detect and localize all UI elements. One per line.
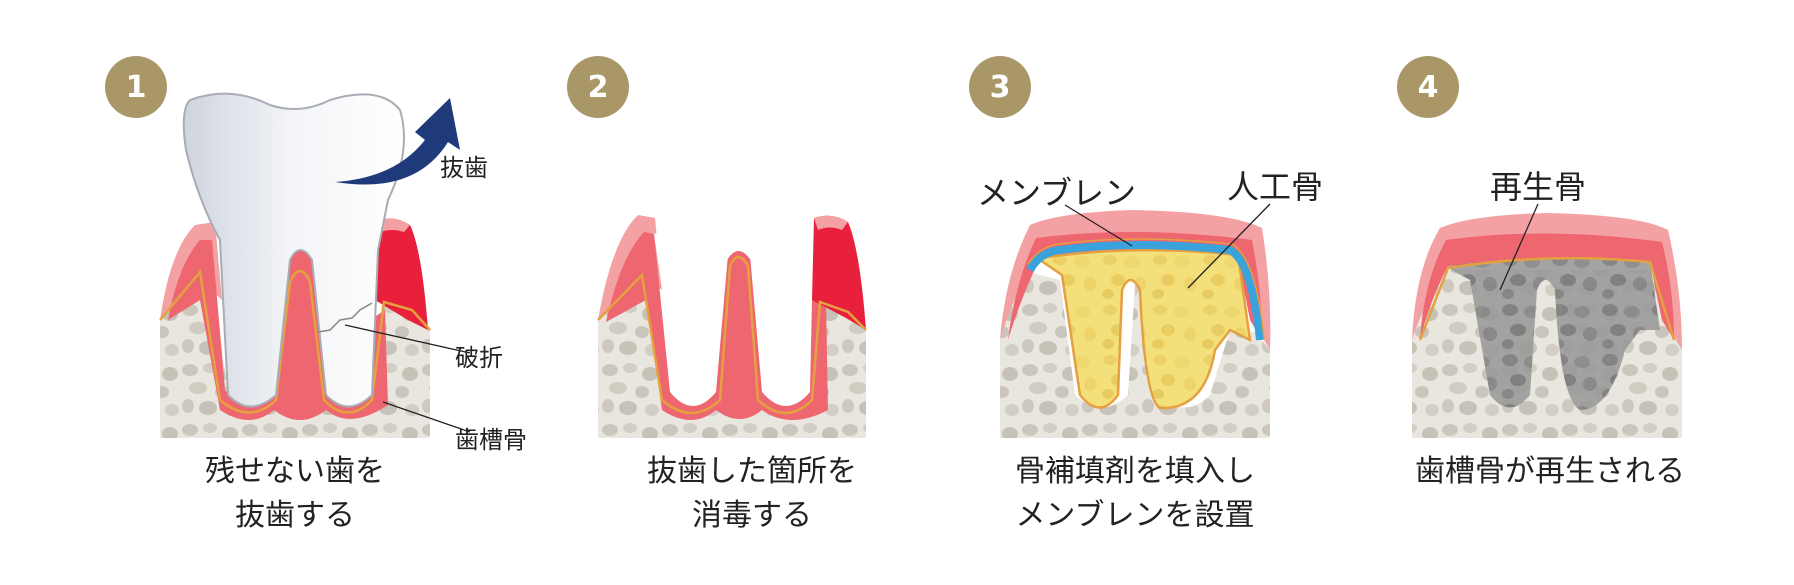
regenerated-bone-fill bbox=[1448, 257, 1660, 410]
step-2-caption-line-1: 抜歯した箇所を bbox=[647, 454, 857, 489]
step-4-caption-line-1: 歯槽骨が再生される bbox=[1415, 454, 1685, 489]
step-3-caption-line-1: 骨補填剤を填入し bbox=[1015, 454, 1255, 489]
regenerated-bone-leader-line bbox=[1499, 203, 1539, 291]
step-2-number-badge: 2 bbox=[567, 56, 629, 118]
step-4-gum-inner bbox=[1420, 233, 1674, 340]
step-4: 4 再生骨 歯槽骨が再生される bbox=[1340, 0, 1760, 585]
step-2-gum bbox=[606, 232, 828, 420]
step-3: 3 メンブレン 人工骨 骨補填剤を填入し メンブレンを設置 bbox=[925, 0, 1345, 585]
step-1-number-badge: 1 bbox=[105, 56, 167, 118]
step-1: 1 抜歯 破折 歯槽骨 残せない歯を 抜歯する bbox=[95, 0, 527, 585]
alveolar-bone-leader-line bbox=[382, 401, 471, 433]
step-2: 2 抜歯した箇所を 消毒する bbox=[530, 0, 950, 585]
step-3-illustration bbox=[1000, 203, 1271, 438]
step-1-gum-inflamed-light bbox=[378, 218, 410, 232]
regenerated-bone-label: 再生骨 bbox=[1490, 168, 1587, 206]
step-1-illustration bbox=[159, 92, 471, 438]
step-1-caption: 残せない歯を 抜歯する bbox=[85, 450, 505, 538]
step-3-bone bbox=[1000, 272, 1270, 438]
step-1-caption-line-2: 抜歯する bbox=[235, 498, 355, 533]
fracture-line bbox=[317, 302, 373, 333]
step-4-number-badge: 4 bbox=[1397, 56, 1459, 118]
fracture-label: 破折 bbox=[455, 344, 503, 372]
fracture-leader-line bbox=[344, 324, 471, 354]
membrane-outline bbox=[1027, 238, 1265, 339]
step-2-bone-edge bbox=[597, 255, 867, 415]
step-4-bone-edge bbox=[1418, 256, 1676, 341]
extraction-arrow bbox=[335, 98, 460, 185]
step-2-caption-line-2: 消毒する bbox=[692, 498, 812, 533]
tooth bbox=[182, 92, 405, 408]
step-1-gum-left bbox=[168, 240, 388, 420]
artificial-bone-leader-line bbox=[1187, 203, 1271, 289]
step-2-gum-inflamed bbox=[812, 215, 866, 330]
step-4-illustration bbox=[1412, 203, 1682, 438]
alveolar-bone-label: 歯槽骨 bbox=[455, 426, 527, 454]
membrane-leader-line bbox=[1064, 204, 1133, 247]
artificial-bone-label: 人工骨 bbox=[1227, 168, 1324, 206]
step-1-bone-edge bbox=[159, 269, 431, 414]
step-2-gum-inflamed-light bbox=[814, 215, 848, 230]
artificial-bone-fill bbox=[1038, 248, 1252, 410]
membrane-label: メンブレン bbox=[977, 174, 1137, 212]
step-3-caption-line-2: メンブレンを設置 bbox=[1015, 498, 1255, 533]
extraction-label: 抜歯 bbox=[440, 154, 488, 182]
step-4-caption: 歯槽骨が再生される bbox=[1340, 450, 1760, 494]
step-2-caption: 抜歯した箇所を 消毒する bbox=[542, 450, 962, 538]
membrane bbox=[1026, 241, 1264, 341]
step-1-caption-line-1: 残せない歯を bbox=[205, 454, 385, 489]
step-2-socket-left bbox=[654, 228, 812, 397]
step-3-number-badge: 3 bbox=[969, 56, 1031, 118]
step-2-illustration bbox=[597, 215, 867, 438]
step-3-caption: 骨補填剤を填入し メンブレンを設置 bbox=[925, 450, 1345, 538]
step-3-gum-inner bbox=[1008, 231, 1262, 340]
